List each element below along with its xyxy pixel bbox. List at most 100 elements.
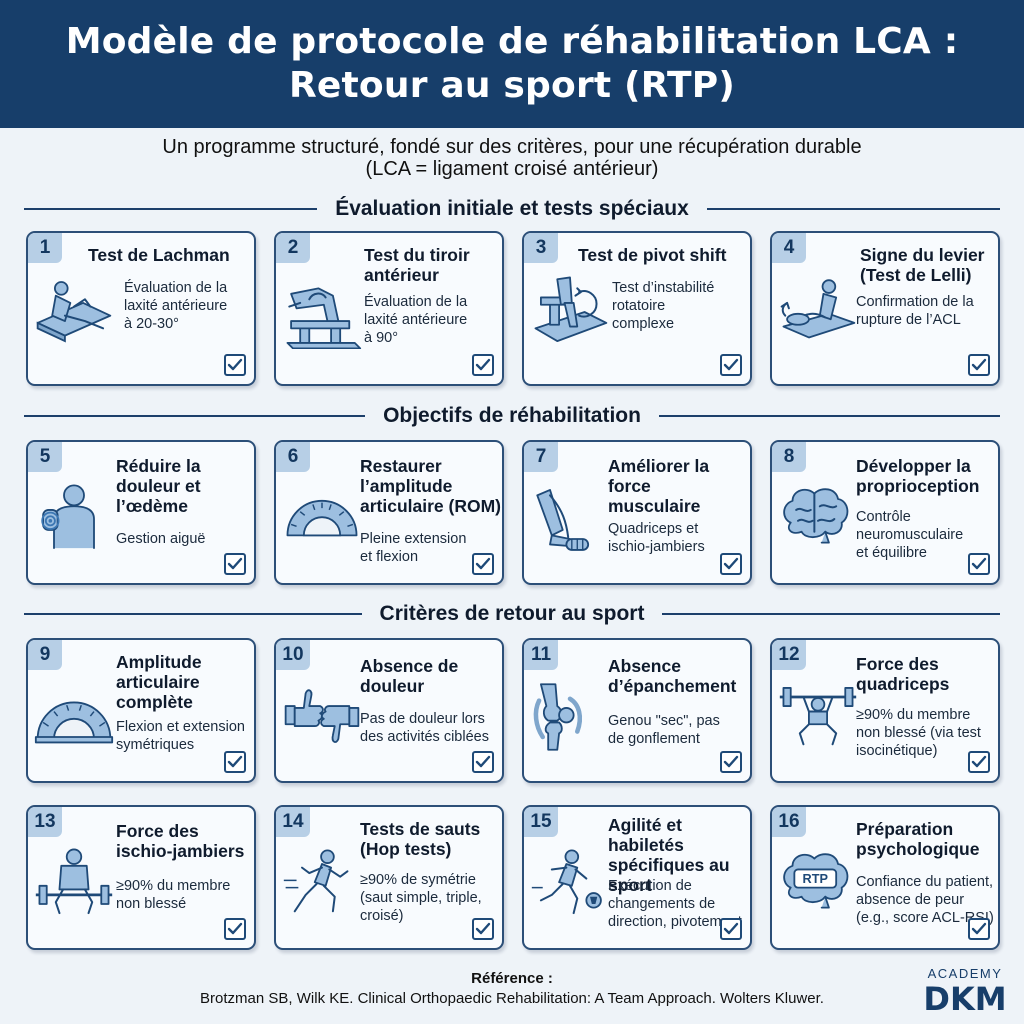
card-14: 14 Tests de sauts (Hop tests)≥90% de sym… [274,805,504,950]
card-number: 9 [28,640,62,670]
card-title: Restaurer l’amplitude articulaire (ROM) [360,456,501,516]
logo-academy-text: ACADEMY [927,966,1003,981]
section-title-rtp-criteria: Critères de retour au sport [379,602,645,625]
card-number: 3 [524,233,558,263]
card-description: Pas de douleur lors des activités ciblée… [360,711,489,745]
checkbox-checked-icon [720,354,742,376]
card-title: Test de pivot shift [578,245,727,265]
header-banner: Modèle de protocole de réhabilitation LC… [0,0,1024,128]
checkbox-checked-icon [968,553,990,575]
section-divider-objectives: Objectifs de réhabilitation [24,403,1001,429]
card-12: 12 Force des quadriceps ≥90% du membre no… [770,638,1000,783]
checkbox-checked-icon [968,918,990,940]
card-description: Évaluation de la laxité antérieure à 90° [364,294,468,346]
card-number: 16 [772,807,806,837]
card-title: Préparation psychologique [856,819,980,859]
divider-line [24,613,362,615]
card-description: ≥90% de symétrie (saut simple, triple, c… [360,872,482,924]
card-number: 1 [28,233,62,263]
logo-dkm: DKM [923,980,1007,1018]
card-number: 12 [772,640,806,670]
card-13: 13 Force des ischio-jambiers ≥90% du memb… [26,805,256,950]
card-number: 6 [276,442,310,472]
subtitle: Un programme structuré, fondé sur des cr… [0,136,1024,180]
card-title: Réduire la douleur et l’œdème [116,456,201,516]
card-number: 10 [276,640,310,670]
card-description: Pleine extension et flexion [360,531,467,565]
divider-line [662,613,1000,615]
protractor-icon [34,680,114,759]
card-title: Force des ischio-jambiers [116,821,245,861]
goniometer-icon [282,482,362,561]
checkbox-checked-icon [224,918,246,940]
card-description: ≥90% du membre non blessé (via test isoc… [856,707,981,759]
checkbox-checked-icon [472,354,494,376]
card-description: Contrôle neuromusculaire et équilibre [856,509,964,561]
card-title: Développer la proprioception [856,456,980,496]
card-description: Gestion aiguë [116,531,206,547]
card-description: Confirmation de la rupture de l’ACL [856,294,974,328]
card-title: Agilité et habiletés spécifiques au spor… [608,815,730,895]
rtp-badge-text: RTP [803,871,829,886]
brain-icon [778,482,858,561]
card-number: 7 [524,442,558,472]
page-title-line2: Retour au sport (RTP) [288,65,736,106]
subtitle-line1: Un programme structuré, fondé sur des cr… [162,136,862,158]
card-title: Test de Lachman [88,245,230,265]
lever-sign-icon [778,275,858,354]
card-title: Absence de douleur [360,656,459,696]
card-4: 4 Signe du levier (Test de Lelli)Confirm… [770,231,1000,386]
card-title: Améliorer la force musculaire [608,456,710,516]
checkbox-checked-icon [720,918,742,940]
card-number: 11 [524,640,558,670]
card-number: 14 [276,807,310,837]
section-title-evaluation: Évaluation initiale et tests spéciaux [335,197,689,220]
card-description: ≥90% du membre non blessé [116,878,231,912]
subtitle-line2: (LCA = ligament croisé antérieur) [365,158,659,180]
card-title: Signe du levier (Test de Lelli) [860,245,985,285]
card-title: Force des quadriceps [856,654,950,694]
section-title-objectives: Objectifs de réhabilitation [383,404,641,427]
checkbox-checked-icon [224,354,246,376]
divider-line [24,415,366,417]
divider-line [658,415,1001,417]
section-divider-rtp-criteria: Critères de retour au sport [24,601,1000,627]
card-number: 15 [524,807,558,837]
soccer-player-icon [530,847,610,926]
checkbox-checked-icon [968,354,990,376]
thumbs-icon [282,680,362,759]
section-divider-evaluation: Évaluation initiale et tests spéciaux [24,196,1001,222]
checkbox-checked-icon [224,553,246,575]
card-description: Genou "sec", pas de gonflement [608,713,720,747]
barbell-squat-icon [778,680,858,759]
card-title: Absence d’épanchement [608,656,737,696]
card-number: 8 [772,442,806,472]
checkbox-checked-icon [472,751,494,773]
reference-label: Référence : [471,970,553,987]
checkbox-checked-icon [472,918,494,940]
card-number: 2 [276,233,310,263]
pain-knee-icon [34,482,114,561]
card-title: Test du tiroir antérieur [364,245,470,285]
lachman-test-icon [34,275,114,354]
checkbox-checked-icon [968,751,990,773]
card-number: 13 [28,807,62,837]
divider-line [24,208,318,210]
checkbox-checked-icon [472,553,494,575]
card-description: Confiance du patient, absence de peur (e… [856,874,994,926]
pivot-shift-icon [530,275,610,354]
card-title: Amplitude articulaire complète [116,652,202,712]
card-6: 6 Restaurer l’amplitude articulaire (ROM… [274,440,504,585]
card-description: Quadriceps et ischio-jambiers [608,521,705,555]
brain-rtp-icon: RTP [778,847,858,926]
page-title-line1: Modèle de protocole de réhabilitation LC… [65,21,959,62]
running-jump-icon [282,847,362,926]
